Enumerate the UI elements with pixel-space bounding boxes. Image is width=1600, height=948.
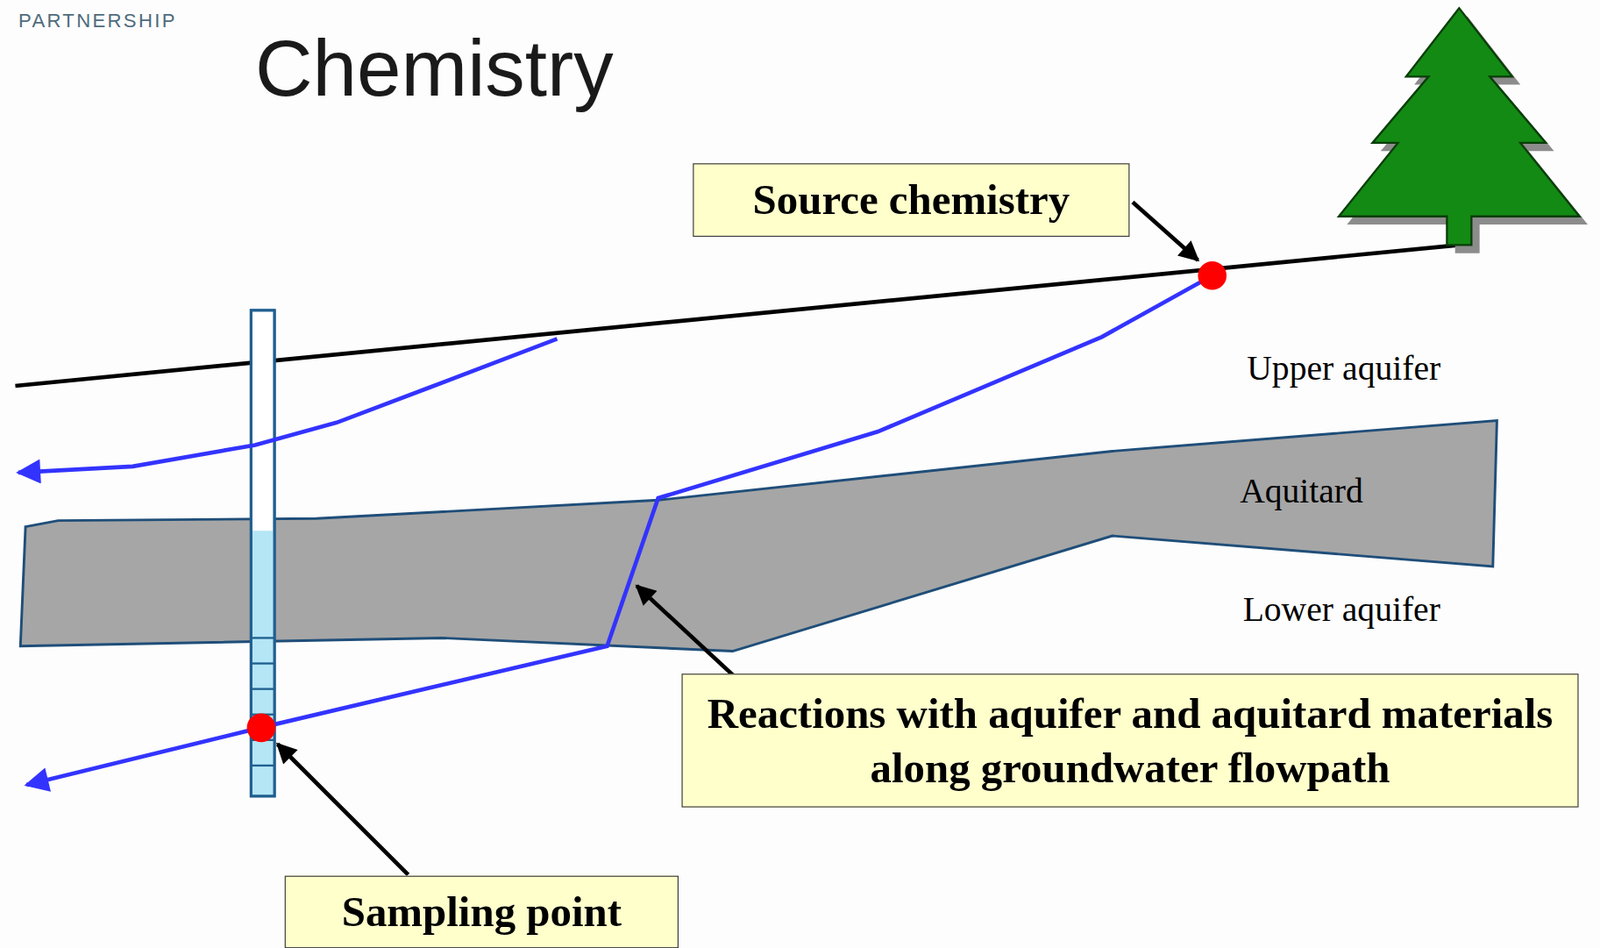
screen-slot [250,661,275,664]
flowpath [26,275,1212,785]
source-point [1197,261,1227,291]
layer-label: Upper aquifer [1246,348,1441,388]
callout-text: Reactions with aquifer and aquitard mate… [698,686,1561,794]
leader-arrow [1132,201,1198,260]
well-screen [250,637,275,765]
layer-label: Aquitard [1239,471,1364,511]
callout-box: Source chemistry [692,163,1130,237]
layer-label: Lower aquifer [1243,590,1441,629]
callout-text: Source chemistry [753,173,1071,228]
leader-arrow [277,743,409,875]
screen-slot [250,764,275,767]
callout-box: Sampling point [284,875,679,948]
tree [1338,7,1580,245]
ground-surface [14,244,1459,386]
aquitard-polygon [20,420,1497,652]
sampling-dot [247,713,277,743]
screen-slot [250,636,275,639]
slide-title: Chemistry [255,22,614,116]
callout-text: Sampling point [341,884,622,939]
flowpath [18,338,558,472]
screen-slot [250,687,275,690]
logo-text: PARTNERSHIP [18,10,178,34]
callout-box: Reactions with aquifer and aquitard mate… [681,673,1579,807]
leader-arrow [636,585,735,677]
